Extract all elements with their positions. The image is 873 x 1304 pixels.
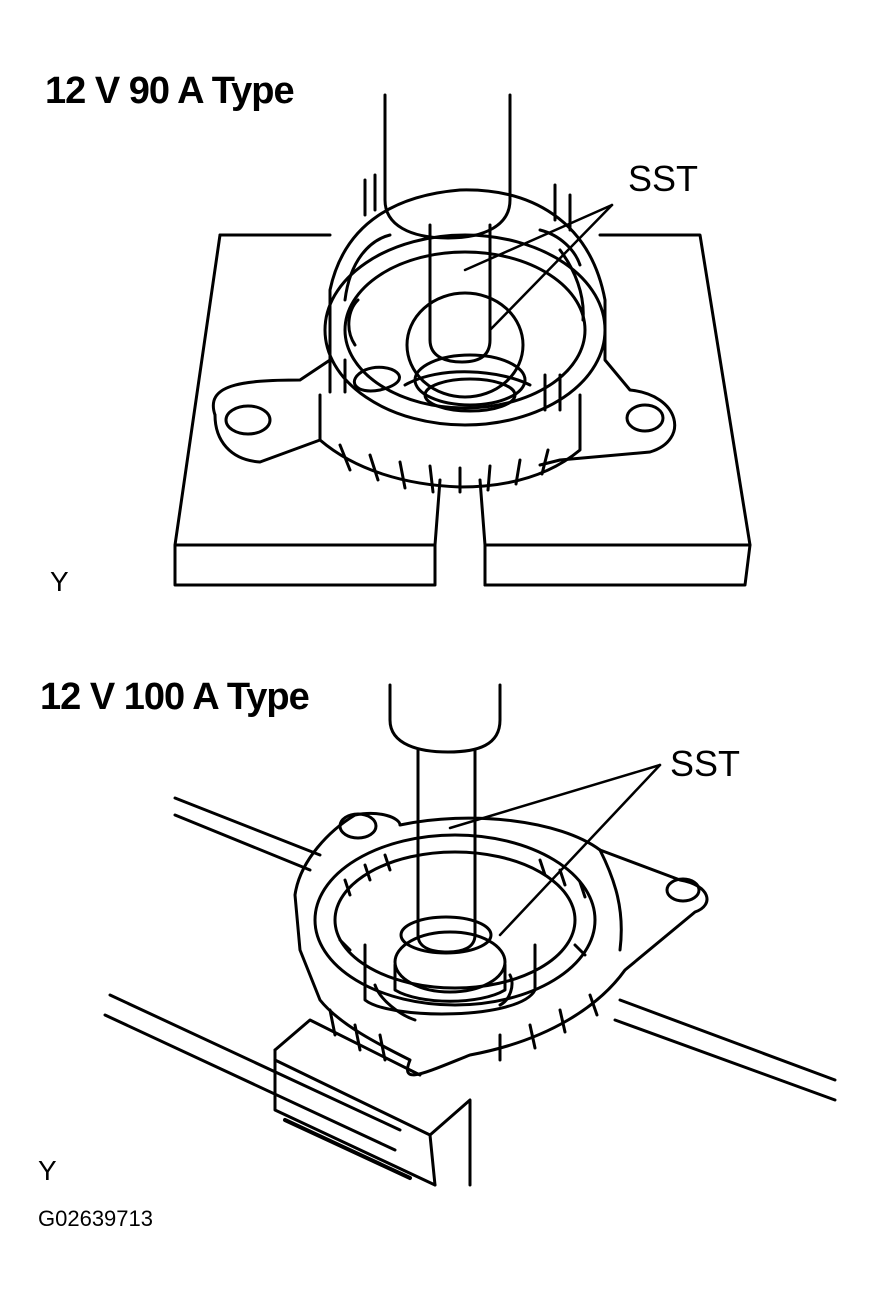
bottom-alternator-housing — [295, 813, 707, 1074]
figure-code: G02639713 — [38, 1206, 153, 1231]
bottom-rails — [105, 798, 835, 1150]
top-alternator-housing — [213, 175, 674, 492]
bottom-sst-leader-lines — [450, 765, 660, 935]
bottom-figure-title: 12 V 100 A Type — [40, 676, 310, 718]
bottom-sst-tool — [390, 685, 500, 953]
top-support-blocks — [175, 235, 750, 585]
bottom-view-mark: Y — [38, 1155, 57, 1186]
top-press-illustration — [175, 95, 750, 585]
bottom-bearing — [365, 932, 535, 1020]
top-view-mark: Y — [50, 566, 69, 597]
bottom-sst-label: SST — [670, 743, 741, 784]
top-sst-label: SST — [628, 158, 699, 199]
top-sst-leader-lines — [465, 205, 612, 330]
bottom-press-illustration — [105, 685, 835, 1185]
top-figure-title: 12 V 90 A Type — [45, 70, 295, 112]
bottom-support-block — [275, 1020, 470, 1185]
top-sst-tool — [385, 95, 523, 397]
